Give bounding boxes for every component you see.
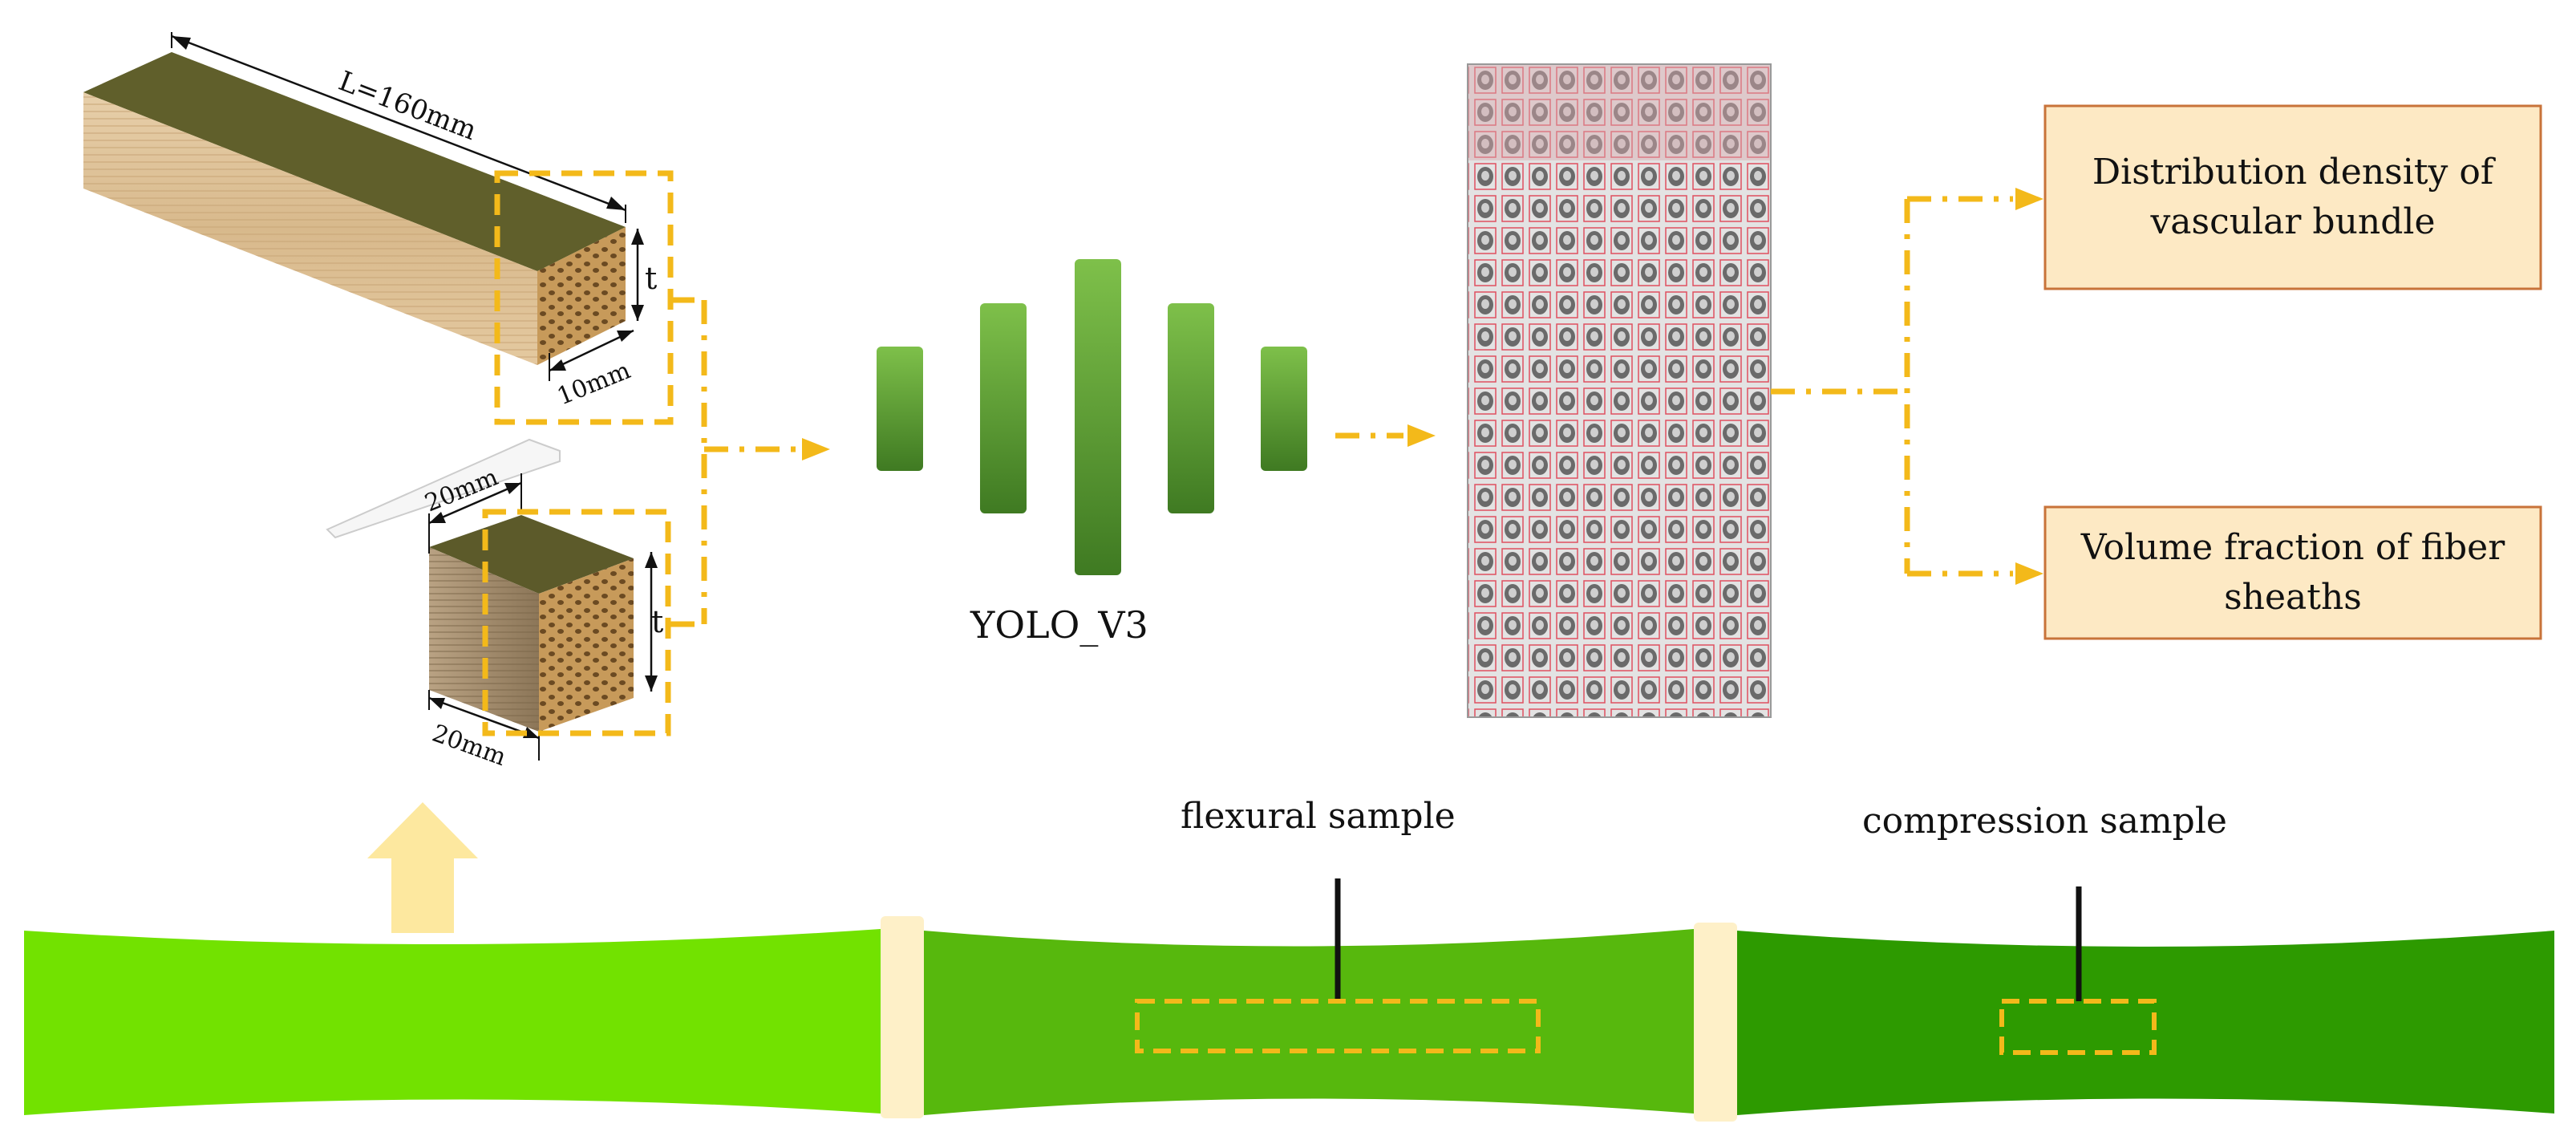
width-dimension-top: [549, 329, 634, 381]
culm-node-2: [1694, 923, 1737, 1122]
network-bar-5: [1261, 347, 1307, 471]
thickness-dimension-cube: [645, 552, 658, 692]
network-bar-2: [980, 303, 1027, 513]
thickness-label-top: t: [645, 261, 657, 296]
width-dimension-cube-top: [428, 473, 522, 554]
width-label-top: 10mm: [553, 356, 634, 411]
compression-sample-label: compression sample: [1862, 801, 2227, 842]
arrowhead-to-image: [1407, 424, 1436, 447]
image-to-outputs-connector: [1771, 196, 2013, 577]
output-text-bottom: Volume fraction of fiber sheaths: [2080, 527, 2505, 618]
length-dimension: [171, 32, 626, 223]
network-label: YOLO_V3: [970, 603, 1148, 647]
arrowhead-to-output-top: [2015, 188, 2043, 210]
samples-to-network-connector: [670, 297, 802, 627]
network-bar-3: [1075, 259, 1121, 575]
output-box-bottom: [2043, 505, 2542, 640]
flexural-specimen-illustration: [83, 52, 626, 365]
arrowhead-to-output-bottom: [2015, 562, 2043, 585]
yolo-network-bars: [877, 259, 1307, 575]
compression-sample-region: [1999, 999, 2157, 1055]
culm-segment-1: [24, 929, 881, 1115]
up-arrow: [367, 802, 478, 933]
culm-segment-3: [1737, 931, 2554, 1115]
end-face-highlight-cube: [482, 509, 671, 736]
thickness-label-cube: t: [651, 604, 663, 639]
width-label-cube-bottom: 20mm: [428, 720, 509, 772]
network-bar-1: [877, 347, 923, 471]
bamboo-culm: [24, 916, 2554, 1122]
output-box-top: [2043, 104, 2542, 290]
flexural-sample-region: [1135, 999, 1541, 1053]
culm-segment-2: [924, 929, 1694, 1115]
detection-result-image: [1467, 63, 1772, 718]
arrowhead-to-network: [802, 438, 830, 460]
flexural-sample-label: flexural sample: [1181, 796, 1456, 837]
thickness-dimension-top: [631, 229, 644, 321]
culm-node-1: [881, 916, 924, 1118]
network-bar-4: [1168, 303, 1214, 513]
output-text-top: Distribution density of vascular bundle: [2092, 152, 2494, 242]
